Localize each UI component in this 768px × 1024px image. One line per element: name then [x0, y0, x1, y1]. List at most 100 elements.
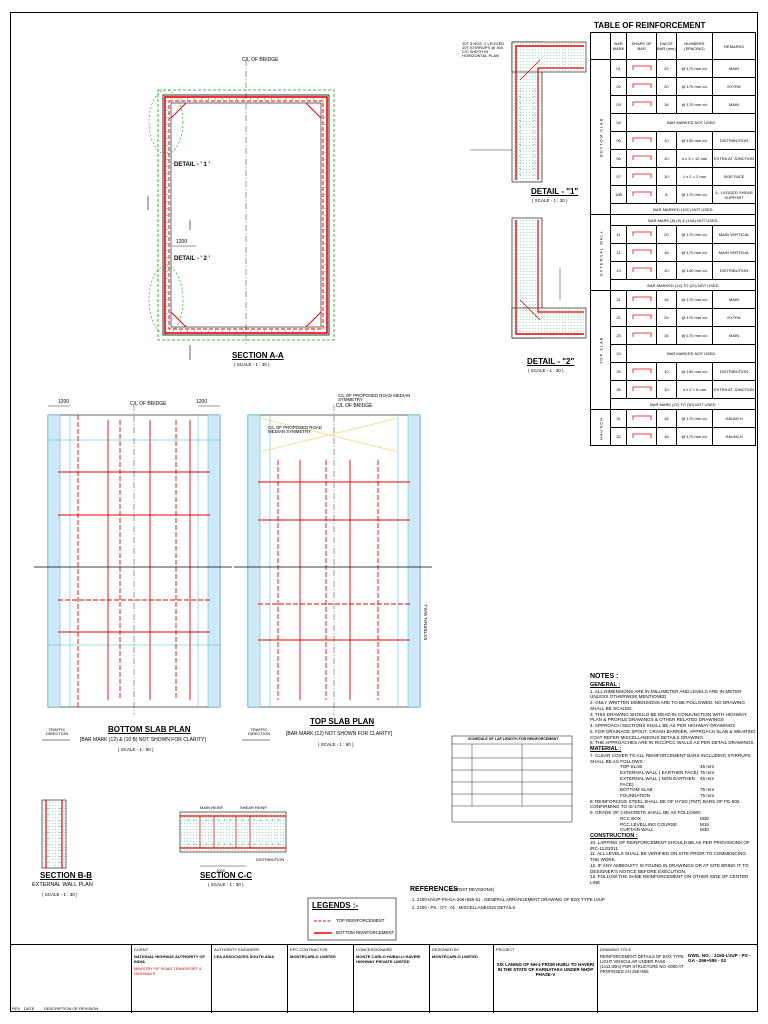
bar-shape-icon: [626, 380, 657, 399]
bar-mark: 10B: [609, 185, 628, 204]
detail-2-scale: ( SCALE - 1 : 30 ): [528, 368, 564, 373]
title-block: REV DATE DESCRIPTION OF REVISION CLIENT …: [10, 944, 758, 1013]
kv-value: 45 mm: [700, 775, 715, 781]
bar-remarks: DISTRIBUTION: [712, 131, 756, 150]
bar-shape-icon: [626, 243, 657, 262]
group-label-bottom: BOTTOM SLAB: [590, 59, 611, 215]
references-title: REFERENCES: [410, 886, 458, 893]
bar-shape-icon-svg: [632, 249, 652, 254]
epc-name: MONTECARLO LIMITED: [290, 954, 336, 959]
cl-bridge-plan-label: C/L OF BRIDGE: [130, 401, 167, 407]
conc-label: CONCESSIONAIRE: [356, 947, 393, 952]
material-note-7: 7. CLEAR COVER TO ALL REINFORCEMENT BARS…: [590, 752, 751, 764]
group-label-wall: EXTERNAL WALL: [590, 214, 611, 291]
col-numbers: NUMBERS (SPACING): [675, 32, 714, 60]
bar-mark: 06: [609, 149, 628, 168]
bar-mark: 07: [609, 167, 628, 186]
external-wall-label: EXTERNAL WALL: [423, 603, 428, 640]
bottom-slab-plan-note: [BAR MARK (12) & (10 B) NOT SHOWN FOR CL…: [80, 737, 206, 743]
bar-shape-icon-svg: [632, 173, 652, 178]
ministry-name: MINISTRY OF ROAD TRANSPORT & HIGHWAYS: [134, 966, 202, 976]
kv-key: TOP SLAB: [620, 764, 643, 770]
traffic-direction-bottom: TRAFFIC DIRECTION: [46, 727, 68, 736]
bar-mark: 26: [609, 380, 628, 399]
bar-numbers: @ 170 mm c/c: [675, 427, 714, 446]
bar-dia: 20: [655, 77, 677, 96]
bar-shape-icon-svg: [632, 332, 652, 337]
top-slab-plan-scale: ( SCALE - 1 : 60 ): [318, 742, 354, 747]
note-item: 5. FOR DRAINAGE SPOUT, CRASH BARRIER, AP…: [590, 728, 756, 740]
bar-shape-icon-svg: [632, 314, 652, 319]
note-item: 10. LAPPING OF REINFORCEMENT SHOULD BE A…: [590, 840, 750, 851]
client-block: CLIENT NATIONAL HIGHWAY AUTHORITY OF IND…: [132, 945, 212, 1013]
bar-numbers: 4 x 2 = 8 nos: [675, 380, 714, 399]
project-label: PROJECT: [496, 947, 515, 952]
bar-mark: 02: [609, 77, 628, 96]
bar-shape-icon: [626, 149, 657, 168]
kv-row: EXTERNAL WALL ( NON EARTHEN FACE)45 mm: [620, 776, 756, 787]
cl-bridge-top-label: C/L OF BRIDGE: [336, 403, 373, 409]
top-slab-plan-title: TOP SLAB PLAN: [310, 717, 375, 726]
bar-shape-icon: [626, 427, 657, 446]
section-cc-drawing: [179, 811, 287, 867]
table-row: BAR MARK (27) TO (30) NOT USED: [591, 398, 757, 410]
designer-block: DESIGNED BY MONTECARLO LIMITED: [430, 945, 494, 1013]
section-bb-scale: ( SCALE - 1 : 30 ): [42, 892, 78, 897]
bar-shape-icon: [626, 77, 657, 96]
bar-mark: 25: [609, 362, 628, 381]
bar-remarks: MAIN VERTICAL: [712, 225, 756, 244]
bar-mark: 12: [609, 243, 628, 262]
authority-label: AUTHORITY ENGINEER: [214, 947, 260, 952]
authority-name: LEA ASSOCIATES SOUTH ASIA: [214, 954, 275, 959]
bar-shape-icon-svg: [632, 65, 652, 70]
kv-value: 75 mm: [700, 792, 715, 798]
dim-1200-aa: 1200: [176, 239, 188, 245]
bar-dia: 8: [655, 185, 677, 204]
bar-shape-icon-svg: [632, 267, 652, 272]
kv-value: 75 mm: [700, 770, 715, 776]
kv-key: EXTERNAL WALL ( EARTHEN FACE): [620, 770, 699, 776]
cl-median-label-2: C/L OF PROPOSED ROAD MEDIAN SYMMETRY: [268, 425, 322, 435]
material-note-8: 8. REINFORCING STEEL SHALL BE OF HYSD (T…: [590, 798, 741, 810]
bar-mark: 11: [609, 225, 628, 244]
bar-remarks: MAIN: [712, 290, 756, 309]
bar-shape-icon: [626, 225, 657, 244]
note-item: 11. ALL LEVELS SHALL BE VERIFIED ON SITE…: [590, 851, 746, 863]
section-cc-title: SECTION C-C: [200, 871, 252, 880]
kv-value: M30: [700, 815, 709, 821]
bar-shape-icon-svg: [632, 368, 652, 373]
kv-value: M30: [700, 827, 709, 833]
reference-2: 2. 2150 - PS - GT - 01 : MISCELLANEOUS D…: [412, 905, 516, 910]
cl-bridge-label: C/L OF BRIDGE: [242, 57, 279, 63]
kv-key: FOUNDATION: [620, 792, 651, 798]
bar-numbers: @ 170 mm c/c: [675, 95, 714, 114]
section-aa-title: SECTION A-A: [232, 351, 284, 360]
notes-material: MATERIAL :: [590, 745, 622, 752]
notes-general: GENERAL :: [590, 681, 621, 688]
drawing-title: REINFORCEMENT DETAILS OF BOX TYPE LIGHT …: [600, 954, 684, 974]
top-slab-plan-note: [BAR MARK (12) NOT SHOWN FOR CLARITY]: [286, 731, 393, 737]
bar-mark: 13: [609, 261, 628, 280]
bar-numbers: @ 170 mm c/c: [675, 225, 714, 244]
bar-shape-icon-svg: [632, 433, 652, 438]
drawing-sheet: [10, 12, 758, 1012]
lap-length-table: [451, 735, 573, 823]
drawing-block: DRAWING TITLE REINFORCEMENT DETAILS OF B…: [598, 945, 758, 1013]
bar-dia: 20: [655, 308, 677, 327]
detail-1-drawing: [470, 41, 587, 183]
bar-remarks: MAIN: [712, 95, 756, 114]
bar-numbers: @ 170 mm c/c: [675, 290, 714, 309]
note-item: 6. THE APPROACHES ARE IN RCC/PCC WALLS A…: [590, 740, 755, 746]
